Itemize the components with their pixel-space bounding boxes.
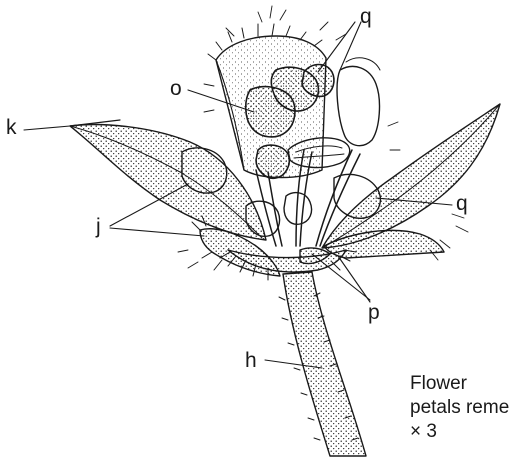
label-h: h <box>245 350 257 371</box>
label-o: o <box>170 78 182 99</box>
label-q-top: q <box>360 6 372 27</box>
label-k: k <box>6 117 17 138</box>
caption-line-2: petals reme <box>410 396 509 420</box>
figure-caption: Flower petals reme × 3 <box>410 372 509 444</box>
leader-q-top-1 <box>318 22 355 72</box>
label-j: j <box>96 216 101 237</box>
label-q-right: q <box>456 193 468 214</box>
label-p: p <box>368 302 380 323</box>
leader-q-top-2 <box>340 22 361 70</box>
leader-j-2 <box>110 228 204 236</box>
leader-k <box>24 126 70 130</box>
caption-line-3: × 3 <box>410 420 509 444</box>
caption-line-1: Flower <box>410 372 509 396</box>
